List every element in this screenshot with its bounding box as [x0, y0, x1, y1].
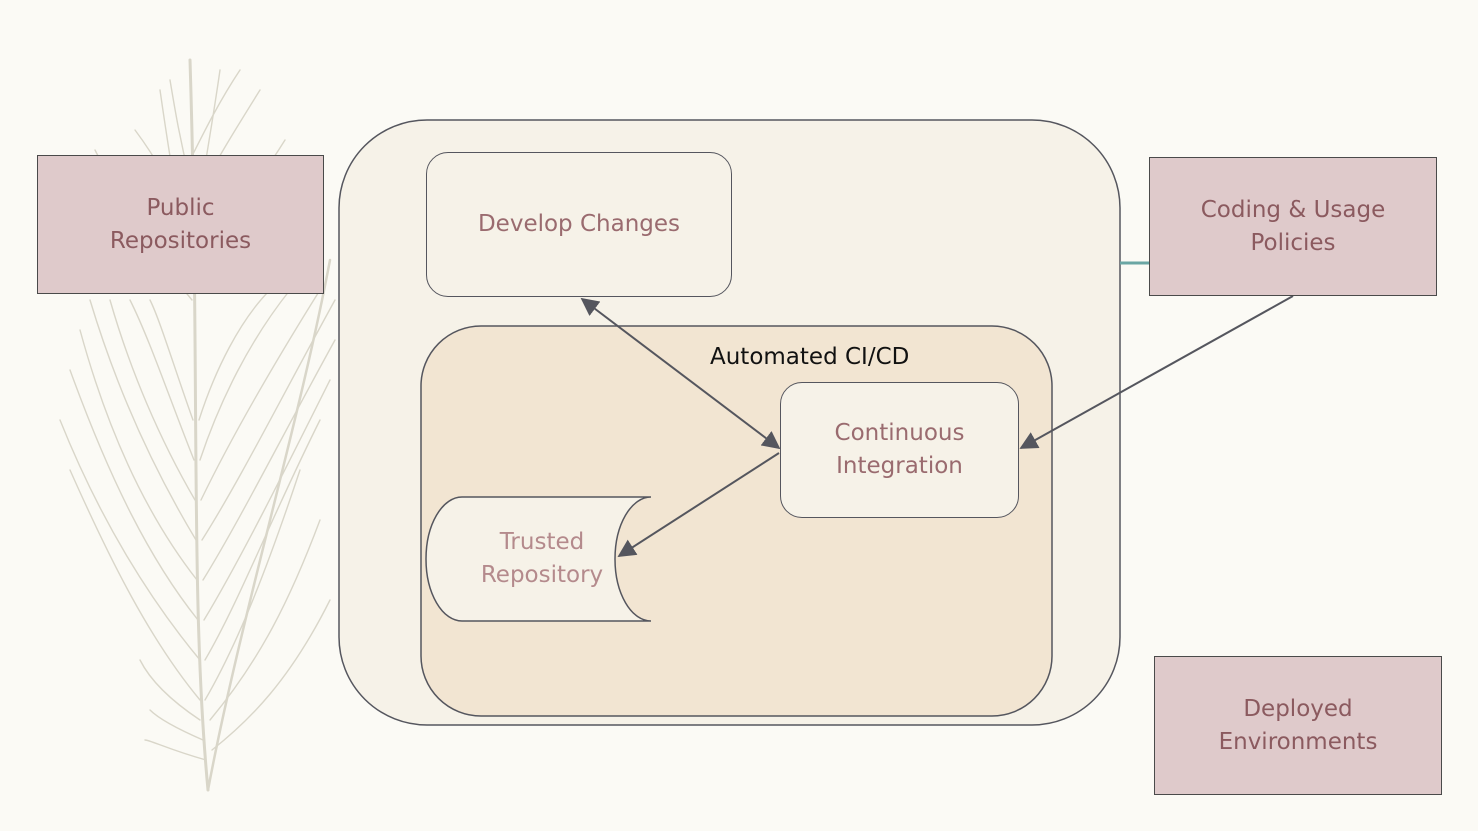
- develop-changes-box: Develop Changes: [426, 152, 732, 297]
- continuous-integration-label: Continuous Integration: [834, 420, 965, 479]
- deployed-environments-label: Deployed Environments: [1218, 695, 1378, 755]
- coding-usage-policies-box: Coding & Usage Policies: [1149, 157, 1437, 296]
- arrow-ci-to-repository: [617, 452, 780, 557]
- feather-decoration: [59, 58, 336, 792]
- trusted-repository-shape: [425, 496, 652, 622]
- coding-usage-policies-label: Coding & Usage Policies: [1200, 196, 1386, 256]
- deployed-environments-box: Deployed Environments: [1154, 656, 1442, 795]
- automated-cicd-title: Automated CI/CD: [710, 344, 910, 370]
- develop-changes-label: Develop Changes: [477, 211, 681, 237]
- trusted-repository-label: Trusted Repository: [480, 529, 604, 588]
- continuous-integration-box: Continuous Integration: [780, 382, 1019, 518]
- arrow-develop-to-ci: [580, 297, 781, 450]
- public-repositories-label: Public Repositories: [109, 194, 252, 254]
- public-repositories-box: Public Repositories: [37, 155, 324, 294]
- arrow-policies-to-ci: [1019, 295, 1294, 449]
